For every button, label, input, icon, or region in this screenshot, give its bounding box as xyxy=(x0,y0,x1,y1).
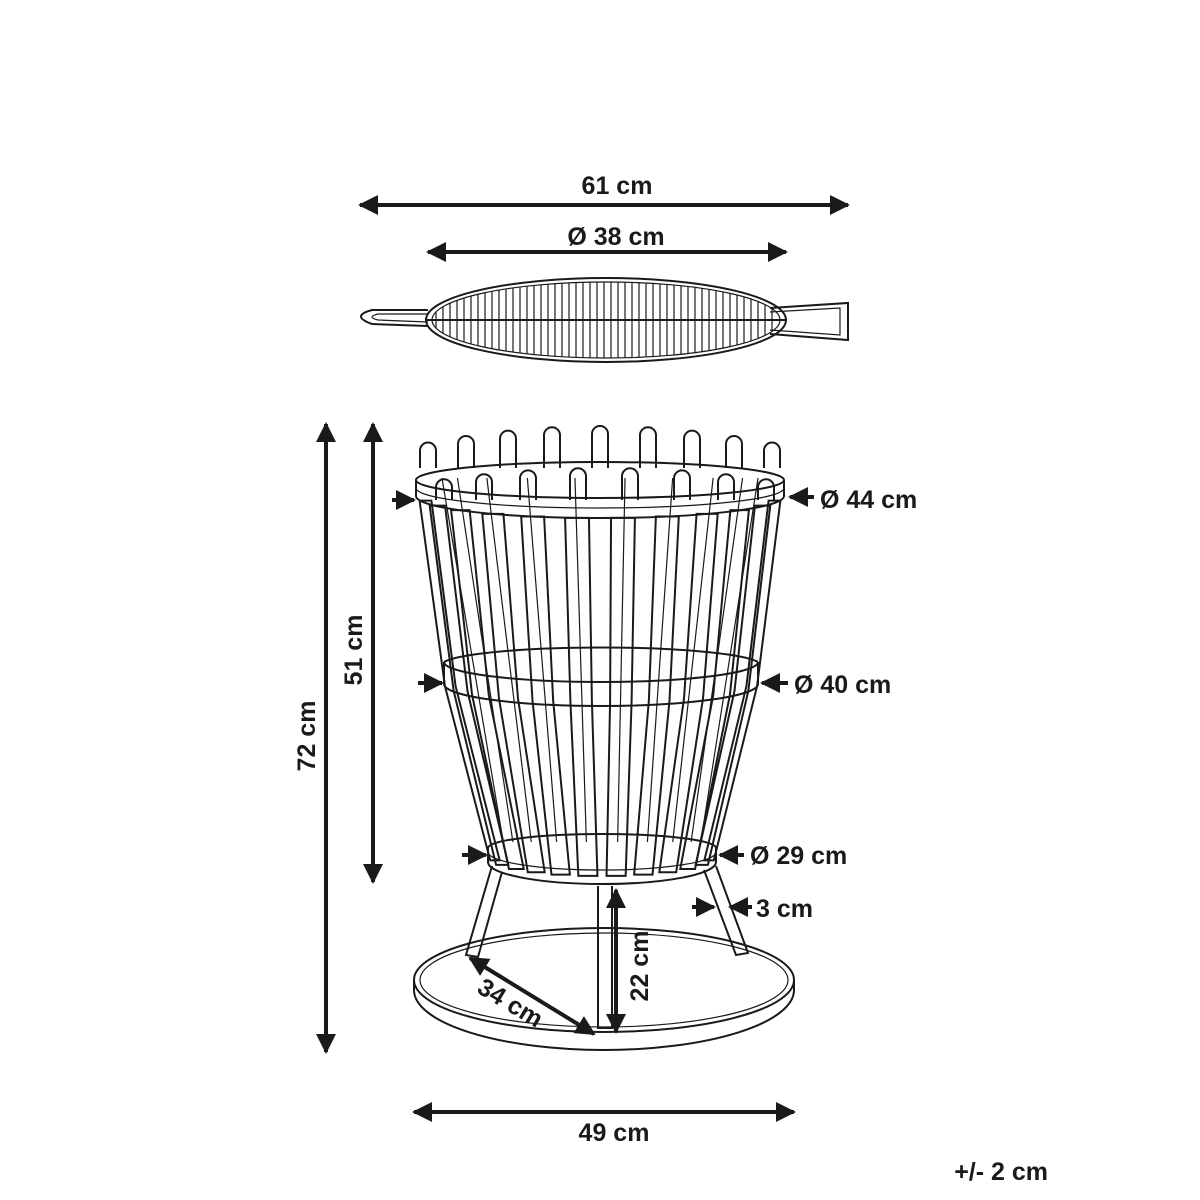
basket-top-tip xyxy=(683,429,701,468)
label-40cm: Ø 40 cm xyxy=(794,671,891,699)
basket-top-tip xyxy=(621,467,639,500)
basket-slat-back xyxy=(526,477,558,843)
basket-slat xyxy=(703,499,782,862)
basket-slat-back xyxy=(646,477,674,843)
basket-slat-back xyxy=(456,477,514,843)
basket-top-tip xyxy=(543,426,561,468)
label-51cm: 51 cm xyxy=(340,615,368,686)
tolerance-note: +/- 2 cm xyxy=(954,1158,1048,1186)
basket-top-tip xyxy=(499,429,517,468)
label-72cm: 72 cm xyxy=(293,701,321,772)
basket-top-tip xyxy=(717,473,735,500)
label-61cm: 61 cm xyxy=(582,172,653,200)
basket-slat xyxy=(449,509,525,870)
dimension-labels: 61 cm Ø 38 cm Ø 44 cm Ø 40 cm Ø 29 cm 3 … xyxy=(293,172,1048,1186)
basket-top-tip xyxy=(419,441,437,468)
basket-slat xyxy=(658,512,719,874)
basket-bottom-ring xyxy=(487,833,717,885)
basket-slat-back xyxy=(672,477,714,843)
basket-slat-back xyxy=(690,477,744,843)
grill-left-handle xyxy=(360,309,429,327)
basket-top-tip xyxy=(519,469,537,500)
basket-middle-ring xyxy=(443,646,759,707)
label-22cm: 22 cm xyxy=(626,931,654,1002)
basket-slat-back xyxy=(486,477,532,843)
basket-top-tip xyxy=(639,426,657,468)
label-3cm: 3 cm xyxy=(756,895,813,923)
basket-top-tip xyxy=(457,435,475,468)
basket-top-tip xyxy=(475,473,493,500)
label-38cm: Ø 38 cm xyxy=(567,223,664,251)
basket-base-ring xyxy=(413,927,795,1051)
label-29cm: Ø 29 cm xyxy=(750,842,847,870)
basket-top-tip xyxy=(435,478,453,500)
label-44cm: Ø 44 cm xyxy=(820,486,917,514)
basket-top-tip xyxy=(673,469,691,500)
basket-top-tips-front xyxy=(435,467,775,500)
grill-grate-drawing xyxy=(360,277,849,363)
label-49cm: 49 cm xyxy=(579,1119,650,1147)
fire-basket-drawing xyxy=(413,425,795,1051)
basket-slat-back xyxy=(574,477,587,843)
basket-slat xyxy=(694,504,772,866)
basket-top-ring xyxy=(415,461,785,519)
basket-slats xyxy=(418,477,782,877)
grill-right-handle xyxy=(769,301,849,342)
basket-top-tips-back xyxy=(419,425,781,468)
basket-slat xyxy=(679,509,750,870)
basket-slat xyxy=(633,515,680,876)
basket-slat-back xyxy=(617,477,626,843)
dimension-lines xyxy=(316,195,850,1122)
basket-top-tip xyxy=(569,467,587,500)
basket-slat-back xyxy=(700,477,759,843)
basket-top-tip xyxy=(763,441,781,468)
basket-slat-back xyxy=(441,477,504,843)
basket-top-tip xyxy=(725,435,743,468)
basket-top-tip xyxy=(591,425,609,468)
dim-line-34cm xyxy=(468,956,596,1036)
